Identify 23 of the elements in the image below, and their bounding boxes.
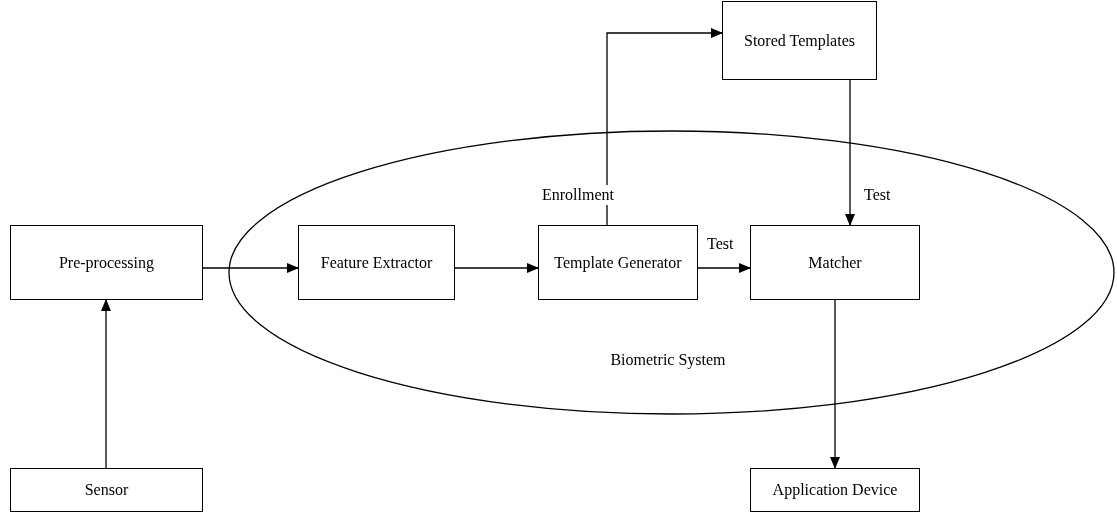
box-label: Pre-processing xyxy=(57,252,156,273)
box-label: Template Generator xyxy=(553,252,683,273)
system-label: Biometric System xyxy=(609,350,727,370)
process-box xyxy=(750,225,920,300)
box-label: Stored Templates xyxy=(743,30,856,51)
process-box xyxy=(298,225,455,300)
process-box xyxy=(722,1,877,80)
arrow xyxy=(202,263,299,273)
arrow xyxy=(697,263,751,273)
process-box xyxy=(10,468,203,512)
arrow xyxy=(454,263,539,273)
box-label: Feature Extractor xyxy=(319,252,434,273)
box-label: Application Device xyxy=(771,480,899,500)
process-box xyxy=(538,225,698,300)
box-label: Sensor xyxy=(83,480,130,500)
edge-label: Enrollment xyxy=(540,185,616,205)
arrow xyxy=(101,299,111,469)
arrow xyxy=(830,299,840,469)
arrow xyxy=(606,28,723,226)
box-label: Matcher xyxy=(807,252,863,273)
process-box xyxy=(10,225,203,300)
arrow xyxy=(845,79,855,226)
process-box xyxy=(750,468,920,512)
